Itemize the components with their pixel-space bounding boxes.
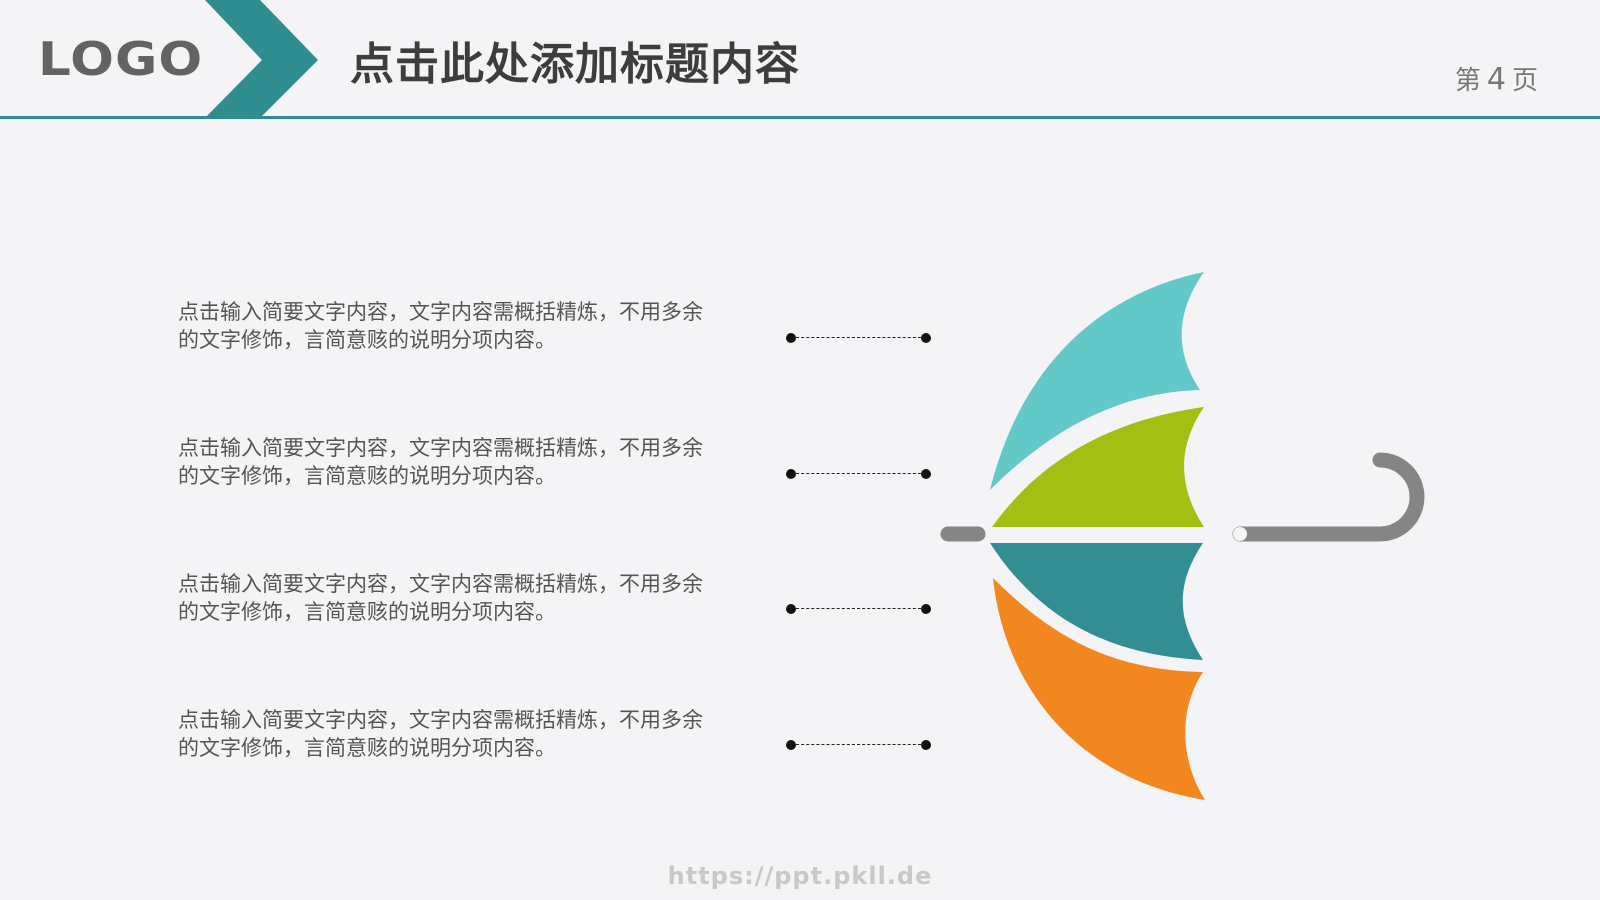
item-text-1[interactable]: 点击输入简要文字内容，文字内容需概括精炼，不用多余 的文字修饰，言简意赅的说明分…: [178, 298, 768, 354]
umbrella-handle: [940, 452, 1425, 542]
logo: LOGO: [38, 32, 204, 86]
item-text-line: 点击输入简要文字内容，文字内容需概括精炼，不用多余: [178, 708, 703, 732]
item-text-line: 的文字修饰，言简意赅的说明分项内容。: [178, 600, 556, 624]
connector-4: [786, 739, 931, 751]
item-text-2[interactable]: 点击输入简要文字内容，文字内容需概括精炼，不用多余 的文字修饰，言简意赅的说明分…: [178, 434, 768, 490]
dot-icon: [921, 740, 931, 750]
dot-icon: [786, 740, 796, 750]
dot-icon: [786, 469, 796, 479]
header-divider: [0, 116, 1600, 119]
item-text-line: 点击输入简要文字内容，文字内容需概括精炼，不用多余: [178, 300, 703, 324]
umbrella-segment-3[interactable]: [990, 543, 1203, 660]
item-text-line: 的文字修饰，言简意赅的说明分项内容。: [178, 464, 556, 488]
dot-icon: [921, 333, 931, 343]
dot-icon: [921, 604, 931, 614]
connector-2: [786, 468, 931, 480]
connector-3: [786, 603, 931, 615]
item-text-3[interactable]: 点击输入简要文字内容，文字内容需概括精炼，不用多余 的文字修饰，言简意赅的说明分…: [178, 570, 768, 626]
dashed-line: [791, 337, 926, 338]
item-text-line: 的文字修饰，言简意赅的说明分项内容。: [178, 736, 556, 760]
connector-1: [786, 332, 931, 344]
umbrella-diagram: [940, 272, 1425, 800]
page-prefix: 第: [1454, 66, 1481, 96]
dot-icon: [786, 333, 796, 343]
dashed-line: [791, 473, 926, 474]
page-number-value: 4: [1486, 62, 1506, 97]
item-text-4[interactable]: 点击输入简要文字内容，文字内容需概括精炼，不用多余 的文字修饰，言简意赅的说明分…: [178, 706, 768, 762]
umbrella-segment-2[interactable]: [992, 407, 1204, 527]
item-text-line: 的文字修饰，言简意赅的说明分项内容。: [178, 328, 556, 352]
dashed-line: [791, 744, 926, 745]
dot-icon: [921, 469, 931, 479]
item-text-line: 点击输入简要文字内容，文字内容需概括精炼，不用多余: [178, 572, 703, 596]
umbrella-segment-1[interactable]: [990, 272, 1204, 490]
page-title[interactable]: 点击此处添加标题内容: [350, 39, 800, 90]
dot-icon: [786, 604, 796, 614]
chevron-arrow-icon: [205, 0, 318, 118]
page-suffix: 页: [1511, 66, 1538, 96]
dashed-line: [791, 608, 926, 609]
item-text-line: 点击输入简要文字内容，文字内容需概括精炼，不用多余: [178, 436, 703, 460]
umbrella-segment-4[interactable]: [993, 578, 1205, 800]
watermark: https://ppt.pkll.de: [667, 862, 933, 890]
